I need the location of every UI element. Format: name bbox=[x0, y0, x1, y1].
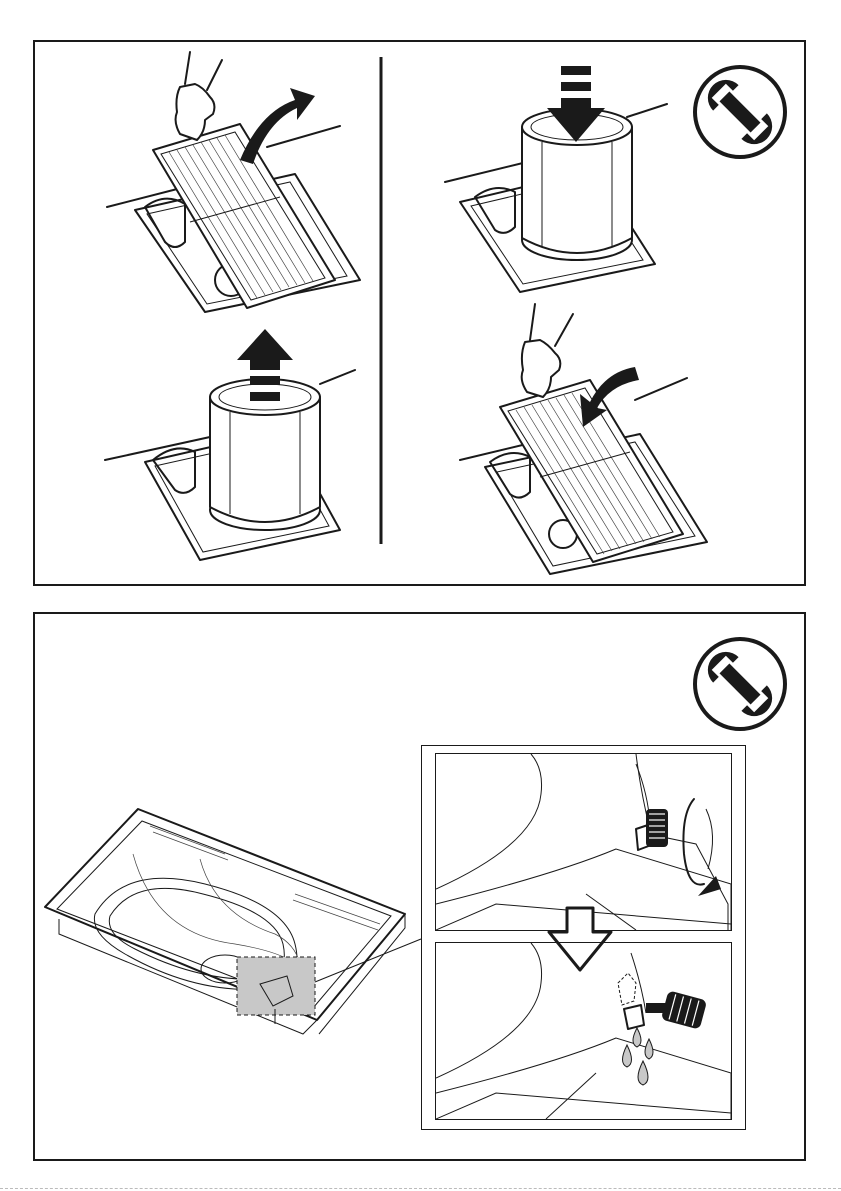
wrench-icon bbox=[692, 64, 788, 160]
drain-plug bbox=[646, 809, 668, 847]
drain-area-highlight bbox=[237, 957, 315, 1015]
hob-underside bbox=[45, 809, 405, 1034]
drain-plug bbox=[646, 990, 707, 1029]
curved-arrow-up bbox=[240, 88, 315, 164]
step-refit-grease-filter bbox=[460, 304, 707, 574]
filter-replacement-panel bbox=[33, 40, 806, 586]
step-remove-carbon-filter bbox=[105, 329, 355, 560]
water-drops bbox=[623, 1028, 654, 1085]
hand bbox=[522, 340, 561, 397]
hand bbox=[176, 84, 215, 140]
step-water-drains-out bbox=[435, 942, 732, 1120]
step-unscrew-drain-plug bbox=[435, 753, 732, 931]
drain-detail-frame bbox=[421, 745, 746, 1130]
step-remove-grease-filter bbox=[107, 52, 360, 312]
page-edge-marks bbox=[0, 1188, 841, 1189]
drain-condensate-panel bbox=[33, 612, 806, 1161]
filter-replacement-illustration bbox=[35, 42, 804, 584]
carbon-filter-cylinder bbox=[210, 379, 320, 530]
step-insert-carbon-filter bbox=[445, 66, 667, 292]
